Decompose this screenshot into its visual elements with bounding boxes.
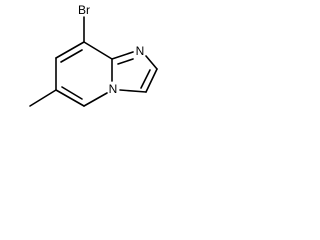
bond-c5-n4 [83, 92, 108, 107]
atom-label-bromine: Br [78, 3, 90, 17]
chemical-structure: Br N N [29, 3, 158, 107]
atom-label-imidazole-nitrogen: N [136, 44, 145, 58]
bond-c8a-n1-double [117, 58, 134, 65]
bond-c6-c5 [55, 89, 85, 107]
bond-c7-c7-double [60, 49, 83, 63]
bond-n1-c2 [145, 55, 158, 70]
bond-c2-c3 [145, 68, 158, 93]
bond-c6-c5-double [61, 86, 83, 100]
bond-c2-c3-double [140, 69, 151, 89]
atom-label-bridgehead-nitrogen: N [109, 82, 118, 96]
bond-c3-n4 [119, 89, 147, 93]
bond-c8-c7 [55, 41, 85, 59]
bond-c6-methyl [29, 89, 57, 107]
bond-c8-c8a [83, 41, 113, 60]
bond-c8a-n1 [111, 51, 134, 60]
